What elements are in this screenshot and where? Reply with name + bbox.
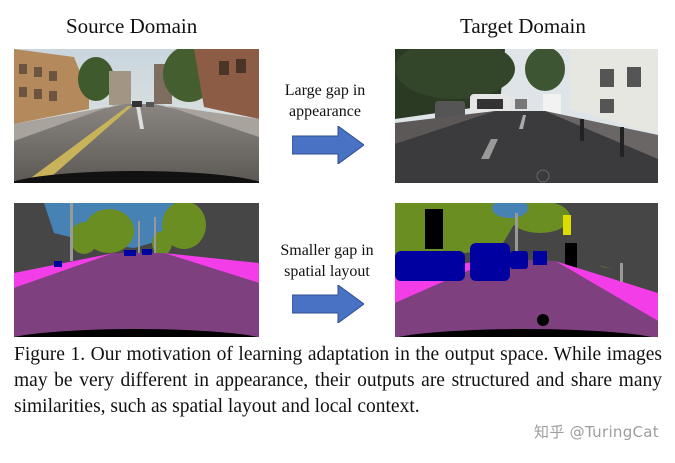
- layout-gap-label: Smaller gap in spatial layout: [280, 242, 374, 280]
- appearance-gap-label: Large gap in appearance: [284, 82, 366, 120]
- right-arrow-icon: [292, 126, 364, 164]
- right-arrow-icon: [292, 285, 364, 323]
- target-domain-title: Target Domain: [460, 14, 586, 38]
- target-segmentation: [395, 203, 658, 337]
- zhihu-watermark: 知乎 @TuringCat: [534, 423, 659, 441]
- source-photo: [14, 49, 259, 183]
- figure-caption: Figure 1. Our motivation of learning ada…: [14, 342, 662, 420]
- source-segmentation: [14, 203, 259, 337]
- target-photo: [395, 49, 658, 183]
- figure-label: Figure 1.: [14, 344, 86, 365]
- source-domain-title: Source Domain: [66, 14, 198, 38]
- caption-text: Our motivation of learning adaptation in…: [14, 344, 662, 417]
